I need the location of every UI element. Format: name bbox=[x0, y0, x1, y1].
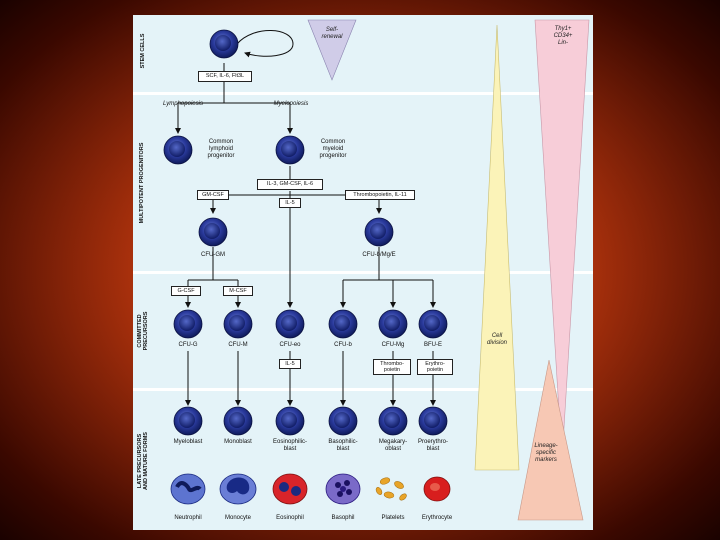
committed-label: CFU-b bbox=[334, 342, 352, 348]
neutrophil-cell bbox=[170, 473, 206, 505]
factor-il5-top: IL-5 bbox=[279, 198, 301, 208]
committed-band bbox=[133, 274, 593, 390]
mature-cell-label: Basophil bbox=[331, 515, 355, 521]
cell-division-note: Cell division bbox=[486, 333, 507, 346]
cell-division-triangle bbox=[474, 24, 520, 471]
precursor-label: Eosinophilic- blast bbox=[272, 439, 308, 452]
committed-label: CFU-G bbox=[178, 342, 198, 348]
factor-thrombo-il11: Thrombopoietin, IL-11 bbox=[345, 190, 415, 200]
committed-cells bbox=[173, 309, 448, 339]
myeloid-progenitor-cell bbox=[275, 135, 305, 165]
factor-erythropoietin: Erythro- poietin bbox=[417, 359, 453, 375]
cfu-bmge-label: CFU-b/Mg/E bbox=[362, 252, 396, 258]
precursor-label: Basophilic- blast bbox=[328, 439, 358, 452]
self-renewal-note: Self- renewal bbox=[321, 27, 343, 40]
precursor-label: Myeloblast bbox=[173, 439, 203, 445]
stage-label-late: LATE PRECURSORS AND MATURE FORMS bbox=[137, 432, 149, 490]
factor-m-csf: M-CSF bbox=[223, 286, 253, 296]
committed-label: CFU-eo bbox=[279, 342, 301, 348]
lymphoid-progenitor-cell bbox=[163, 135, 193, 165]
cfu-gm-label: CFU-GM bbox=[201, 252, 225, 258]
myelopoiesis-label: Myelopoiesis bbox=[273, 101, 309, 107]
mature-cell-label: Eosinophil bbox=[276, 515, 304, 521]
lineage-markers-note: Lineage- specific markers bbox=[534, 443, 558, 463]
committed-label: CFU-Mg bbox=[381, 342, 405, 348]
stage-label-multipotent: MULTIPOTENT PROGENITORS bbox=[139, 142, 145, 224]
factor-g-csf: G-CSF bbox=[171, 286, 201, 296]
lymphopoiesis-label: Lymphopoiesis bbox=[163, 101, 203, 107]
precursor-label: Megakary- oblast bbox=[378, 439, 408, 452]
lineage-marker-triangle bbox=[517, 359, 584, 521]
factor-thrombopoietin: Thrombo- poietin bbox=[373, 359, 411, 375]
myeloid-progenitor-label: Common myeloid progenitor bbox=[319, 139, 347, 159]
cfu-gm-cell bbox=[198, 217, 228, 247]
stem-marker-triangle bbox=[534, 19, 590, 461]
platelets-cell bbox=[375, 477, 407, 501]
self-renewal-triangle bbox=[307, 19, 357, 81]
mature-cell-label: Monocyte bbox=[224, 515, 251, 521]
factor-myeloid: IL-3, GM-CSF, IL-6 bbox=[257, 179, 323, 190]
factor-il5-low: IL-5 bbox=[279, 359, 301, 369]
factor-gm-csf: GM-CSF bbox=[197, 190, 229, 200]
mature-cell-label: Platelets bbox=[381, 515, 405, 521]
committed-label: CFU-M bbox=[228, 342, 248, 348]
cfu-bmge-cell bbox=[364, 217, 394, 247]
committed-label: BFU-E bbox=[424, 342, 442, 348]
monocyte-cell bbox=[219, 473, 257, 505]
stem-markers-note: Thy1+ CD34+ Lin- bbox=[553, 26, 573, 46]
stage-label-stem: STEM CELLS bbox=[140, 33, 146, 69]
hematopoiesis-diagram: STEM CELLS MULTIPOTENT PROGENITORS COMMI… bbox=[133, 15, 593, 530]
lymphoid-progenitor-label: Common lymphoid progenitor bbox=[207, 139, 235, 159]
factor-stem: SCF, IL-6, Flt3L bbox=[198, 71, 252, 82]
precursor-label: Monoblast bbox=[224, 439, 252, 445]
diagram-graphics bbox=[163, 19, 590, 521]
basophil-cell bbox=[325, 473, 361, 505]
erythrocyte-cell bbox=[423, 476, 451, 502]
late-precursor-cells bbox=[173, 406, 448, 436]
stem-cell bbox=[209, 29, 239, 59]
mature-cell-label: Erythrocyte bbox=[421, 515, 453, 521]
eosinophil-cell bbox=[272, 473, 308, 505]
precursor-label: Proerythro- blast bbox=[417, 439, 448, 452]
mature-cell-label: Neutrophil bbox=[174, 515, 202, 521]
stage-label-committed: COMMITTED PRECURSORS bbox=[137, 311, 149, 351]
